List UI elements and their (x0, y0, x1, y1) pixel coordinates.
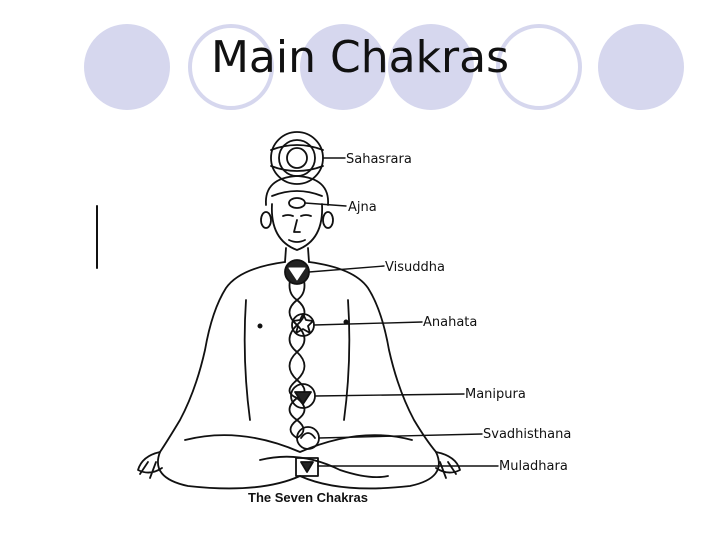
leader-anahata (313, 321, 423, 326)
label-anahata: Anahata (423, 315, 477, 330)
hair (265, 175, 329, 206)
slide-title: Main Chakras (210, 32, 510, 83)
decor-circle-2 (188, 24, 274, 110)
label-svadhisthana: Svadhisthana (483, 427, 571, 442)
label-manipura: Manipura (465, 387, 526, 402)
decor-circle-3 (300, 24, 386, 110)
label-muladhara: Muladhara (499, 459, 568, 474)
decor-circle-5 (496, 24, 582, 110)
ajna-mark (288, 197, 306, 209)
face (271, 203, 323, 251)
left-hand (137, 451, 163, 479)
leader-manipura (314, 393, 465, 397)
label-visuddha: Visuddha (385, 260, 445, 275)
decor-circle-1 (84, 24, 170, 110)
leader-visuddha (308, 265, 385, 273)
torso (159, 261, 286, 453)
decor-circle-6 (598, 24, 684, 110)
right-hand (435, 451, 461, 479)
figure-caption: The Seven Chakras (248, 490, 368, 505)
label-ajna: Ajna (348, 200, 377, 215)
muladhara-symbol (295, 457, 319, 477)
decor-circle-4 (388, 24, 474, 110)
nadi-ida (288, 261, 306, 439)
label-sahasrara: Sahasrara (346, 152, 412, 167)
leader-svadhisthana (318, 433, 483, 439)
leader-ajna (304, 202, 347, 207)
nadi-pingala (288, 261, 306, 439)
